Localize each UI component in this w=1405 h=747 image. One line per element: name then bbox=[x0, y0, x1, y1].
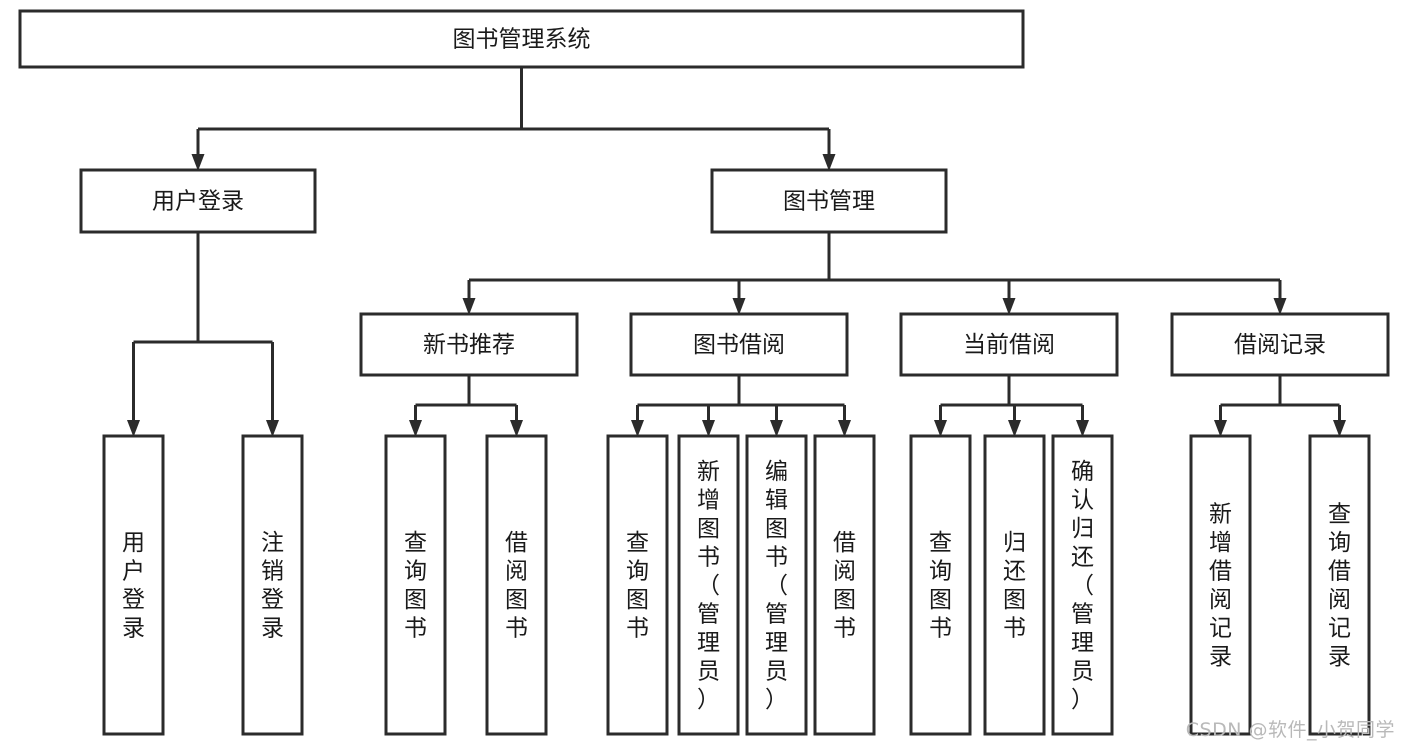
node-box-leaf-edit-book bbox=[745, 434, 808, 736]
arrow-head-leaf-query-record bbox=[1333, 420, 1346, 437]
edges-from-records bbox=[1214, 375, 1346, 437]
node-box-current bbox=[899, 312, 1119, 377]
arrow-head-leaf-borrow-book-1 bbox=[510, 420, 523, 437]
node-label-leaf-confirm-return: 确认归还（管理员） bbox=[1071, 459, 1094, 713]
node-label-leaf-edit-book: 编辑图书（管理员） bbox=[765, 459, 788, 713]
node-box-leaf-query-book-3 bbox=[909, 434, 972, 736]
connector-layer bbox=[127, 67, 1346, 437]
node-leaf-borrow-book-2[interactable]: 借阅图书 bbox=[813, 434, 876, 736]
node-label-leaf-query-book-2: 查询图书 bbox=[626, 530, 649, 642]
arrow-head-leaf-query-book-1 bbox=[409, 420, 422, 437]
arrow-head-leaf-edit-book bbox=[770, 420, 783, 437]
node-label-current: 当前借阅 bbox=[963, 332, 1055, 358]
arrow-head-borrow bbox=[732, 298, 746, 315]
node-box-root bbox=[18, 9, 1025, 69]
node-label-leaf-borrow-book-2: 借阅图书 bbox=[833, 530, 856, 642]
node-label-bookmgr: 图书管理 bbox=[783, 189, 875, 215]
node-leaf-edit-book[interactable]: 编辑图书（管理员） bbox=[745, 434, 808, 736]
node-label-root: 图书管理系统 bbox=[453, 27, 591, 53]
node-box-leaf-query-book-1 bbox=[384, 434, 447, 736]
node-label-login: 用户登录 bbox=[152, 189, 244, 215]
node-box-leaf-query-book-2 bbox=[606, 434, 669, 736]
node-box-leaf-add-book bbox=[677, 434, 740, 736]
node-box-leaf-logout bbox=[241, 434, 304, 736]
node-borrow[interactable]: 图书借阅 bbox=[629, 312, 849, 377]
node-login[interactable]: 用户登录 bbox=[79, 168, 317, 234]
node-label-leaf-borrow-book-1: 借阅图书 bbox=[505, 530, 528, 642]
node-box-newbook bbox=[359, 312, 579, 377]
node-leaf-confirm-return[interactable]: 确认归还（管理员） bbox=[1051, 434, 1114, 736]
arrow-head-leaf-query-book-2 bbox=[631, 420, 644, 437]
node-box-leaf-borrow-book-2 bbox=[813, 434, 876, 736]
node-root[interactable]: 图书管理系统 bbox=[18, 9, 1025, 69]
arrow-head-bookmgr bbox=[822, 154, 836, 171]
node-box-login bbox=[79, 168, 317, 234]
node-newbook[interactable]: 新书推荐 bbox=[359, 312, 579, 377]
node-label-records: 借阅记录 bbox=[1234, 332, 1326, 358]
node-box-leaf-add-record bbox=[1189, 434, 1252, 736]
node-label-leaf-query-book-1: 查询图书 bbox=[404, 530, 427, 642]
edges-from-newbook bbox=[409, 375, 523, 437]
node-box-leaf-query-record bbox=[1308, 434, 1371, 736]
arrow-head-leaf-add-book bbox=[702, 420, 715, 437]
node-leaf-logout[interactable]: 注销登录 bbox=[241, 434, 304, 736]
node-label-leaf-add-book: 新增图书（管理员） bbox=[697, 459, 720, 713]
arrow-head-newbook bbox=[462, 298, 476, 315]
node-leaf-borrow-book-1[interactable]: 借阅图书 bbox=[485, 434, 548, 736]
node-box-bookmgr bbox=[710, 168, 948, 234]
arrow-head-records bbox=[1273, 298, 1287, 315]
edges-from-borrow bbox=[631, 375, 851, 437]
node-box-leaf-borrow-book-1 bbox=[485, 434, 548, 736]
arrow-head-leaf-user-login bbox=[127, 420, 140, 437]
node-layer: 图书管理系统用户登录图书管理新书推荐图书借阅当前借阅借阅记录用户登录注销登录查询… bbox=[18, 9, 1390, 736]
edges-from-root bbox=[191, 67, 836, 171]
node-leaf-query-record[interactable]: 查询借阅记录 bbox=[1308, 434, 1371, 736]
node-leaf-return-book[interactable]: 归还图书 bbox=[983, 434, 1046, 736]
node-label-leaf-add-record: 新增借阅记录 bbox=[1209, 502, 1232, 671]
node-box-leaf-return-book bbox=[983, 434, 1046, 736]
arrow-head-current bbox=[1002, 298, 1016, 315]
node-label-newbook: 新书推荐 bbox=[423, 332, 515, 358]
arrow-head-leaf-confirm-return bbox=[1076, 420, 1089, 437]
node-leaf-query-book-3[interactable]: 查询图书 bbox=[909, 434, 972, 736]
node-label-leaf-user-login: 用户登录 bbox=[122, 530, 145, 642]
node-label-leaf-logout: 注销登录 bbox=[261, 530, 284, 642]
node-box-leaf-confirm-return bbox=[1051, 434, 1114, 736]
watermark-text: CSDN @软件_小贺同学 bbox=[1185, 719, 1395, 741]
node-label-leaf-query-book-3: 查询图书 bbox=[929, 530, 952, 642]
node-current[interactable]: 当前借阅 bbox=[899, 312, 1119, 377]
arrow-head-leaf-return-book bbox=[1008, 420, 1021, 437]
arrow-head-leaf-logout bbox=[266, 420, 279, 437]
node-label-leaf-query-record: 查询借阅记录 bbox=[1328, 502, 1351, 671]
node-bookmgr[interactable]: 图书管理 bbox=[710, 168, 948, 234]
node-leaf-add-record[interactable]: 新增借阅记录 bbox=[1189, 434, 1252, 736]
node-box-leaf-user-login bbox=[102, 434, 165, 736]
node-label-leaf-return-book: 归还图书 bbox=[1003, 530, 1026, 642]
arrow-head-leaf-query-book-3 bbox=[934, 420, 947, 437]
arrow-head-login bbox=[191, 154, 205, 171]
edges-from-login bbox=[127, 232, 279, 437]
edges-from-bookmgr bbox=[462, 232, 1287, 315]
node-leaf-user-login[interactable]: 用户登录 bbox=[102, 434, 165, 736]
arrow-head-leaf-add-record bbox=[1214, 420, 1227, 437]
node-records[interactable]: 借阅记录 bbox=[1170, 312, 1390, 377]
node-leaf-add-book[interactable]: 新增图书（管理员） bbox=[677, 434, 740, 736]
node-box-borrow bbox=[629, 312, 849, 377]
node-box-records bbox=[1170, 312, 1390, 377]
node-leaf-query-book-2[interactable]: 查询图书 bbox=[606, 434, 669, 736]
node-leaf-query-book-1[interactable]: 查询图书 bbox=[384, 434, 447, 736]
edges-from-current bbox=[934, 375, 1089, 437]
node-label-borrow: 图书借阅 bbox=[693, 332, 785, 358]
arrow-head-leaf-borrow-book-2 bbox=[838, 420, 851, 437]
